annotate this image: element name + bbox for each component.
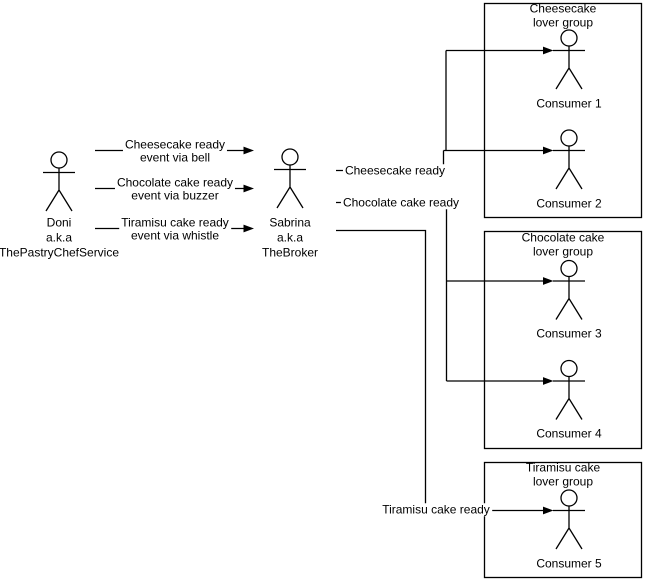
publish-label-chocolate: Chocolate cake ready event via buzzer: [114, 175, 236, 203]
group-title-cheesecake: Cheesecake lover group: [529, 1, 597, 29]
arrowhead-icon: [243, 146, 254, 155]
consumer-4-label: Consumer 4: [536, 426, 602, 441]
consumer-1-label: Consumer 1: [536, 95, 602, 110]
producer-name-label: Doni a.k.a ThePastryChefService: [0, 215, 120, 259]
group-title-chocolate: Chocolate cake lover group: [521, 230, 605, 258]
arrowhead-icon: [543, 146, 554, 155]
group-title-tiramisu: Tiramisu cake lover group: [525, 460, 601, 488]
fanout-arrowheads: [543, 46, 554, 515]
publish-label-cheesecake: Cheesecake ready event via bell: [122, 137, 228, 165]
topic-label-tiramisu: Tiramisu cake ready: [380, 501, 492, 517]
consumer-5-actor-icon: [553, 489, 585, 550]
arrowhead-icon: [243, 224, 254, 233]
consumer-4-actor-icon: [553, 359, 585, 420]
topic-label-chocolate: Chocolate cake ready: [340, 194, 462, 210]
arrowhead-icon: [243, 184, 254, 193]
group-box-chocolate: [483, 230, 643, 450]
producer-actor-icon: [43, 151, 75, 212]
consumer-2-label: Consumer 2: [536, 195, 602, 210]
arrowhead-icon: [543, 506, 554, 515]
arrowhead-icon: [543, 46, 554, 55]
broker-name-label: Sabrina a.k.a TheBroker: [261, 215, 319, 260]
broker-actor-icon: [274, 148, 306, 209]
consumer-1-actor-icon: [553, 29, 585, 90]
consumer-2-actor-icon: [553, 129, 585, 190]
consumer-3-label: Consumer 3: [536, 326, 602, 341]
group-box-tiramisu: [483, 461, 643, 579]
consumer-5-label: Consumer 5: [536, 555, 602, 570]
group-box-cheesecake: [483, 2, 643, 219]
arrowhead-icon: [543, 377, 554, 385]
publish-label-tiramisu: Tiramisu cake ready event via whistle: [119, 215, 231, 243]
topic-label-cheesecake: Cheesecake ready: [342, 162, 448, 178]
edge-topic-chocolate: [336, 201, 448, 381]
publish-arrowheads: [243, 146, 254, 233]
consumer-3-actor-icon: [553, 259, 585, 320]
arrowhead-icon: [543, 277, 554, 285]
